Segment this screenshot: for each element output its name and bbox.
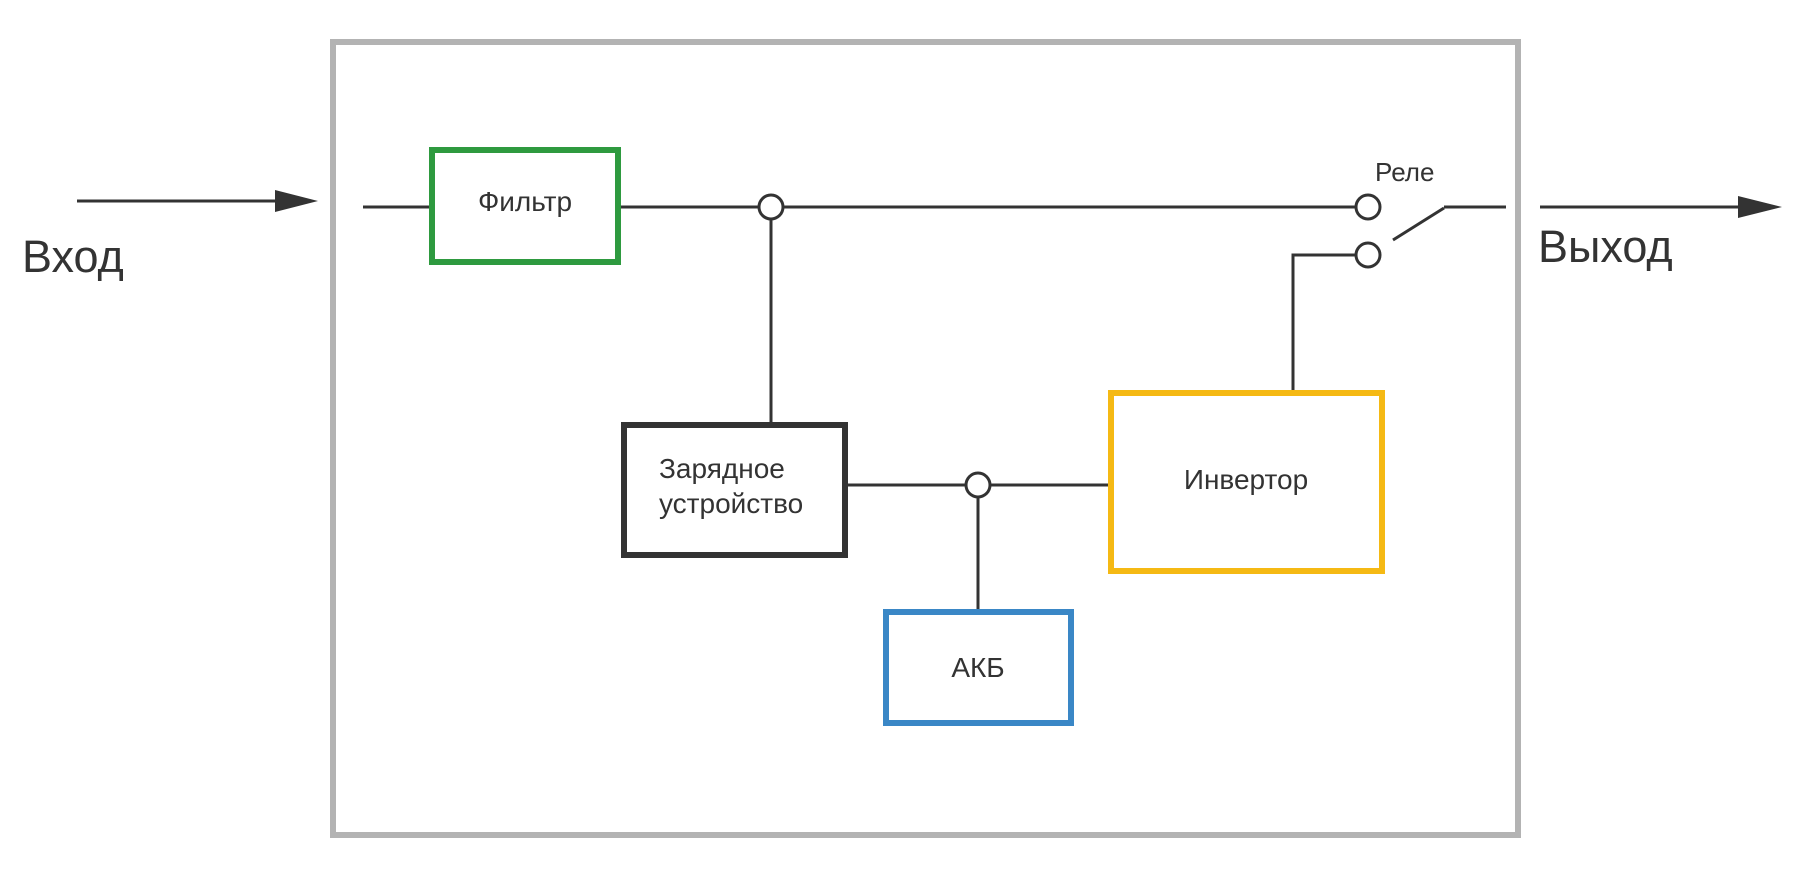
output-label: Выход [1538,221,1673,272]
battery-junction-node [964,471,992,499]
inverter-to-relay-wire [1291,253,1355,390]
relay-lower-contact [1354,241,1382,269]
ups-enclosure [330,39,1521,838]
charger-block: Зарядное устройство [621,422,848,558]
filter-block: Фильтр [429,147,621,265]
relay-contact-arm [1392,206,1445,242]
battery-block: АКБ [883,609,1074,726]
battery-label: АКБ [951,652,1004,683]
input-arrow [77,190,318,212]
charger-label-line2: устройство [659,488,803,519]
charger-box [621,422,848,558]
inverter-label: Инвертор [1184,464,1308,495]
relay-upper-contact [1354,193,1382,221]
input-label: Вход [22,231,124,282]
battery-box [883,609,1074,726]
filter-label: Фильтр [478,186,572,217]
relay-label: Реле [1375,157,1434,187]
inverter-box [1108,390,1385,574]
filter-box [429,147,621,265]
inverter-block: Инвертор [1108,390,1385,574]
output-arrow [1540,196,1782,218]
charger-label-line1: Зарядное [659,453,785,484]
main-junction-node [757,193,785,221]
